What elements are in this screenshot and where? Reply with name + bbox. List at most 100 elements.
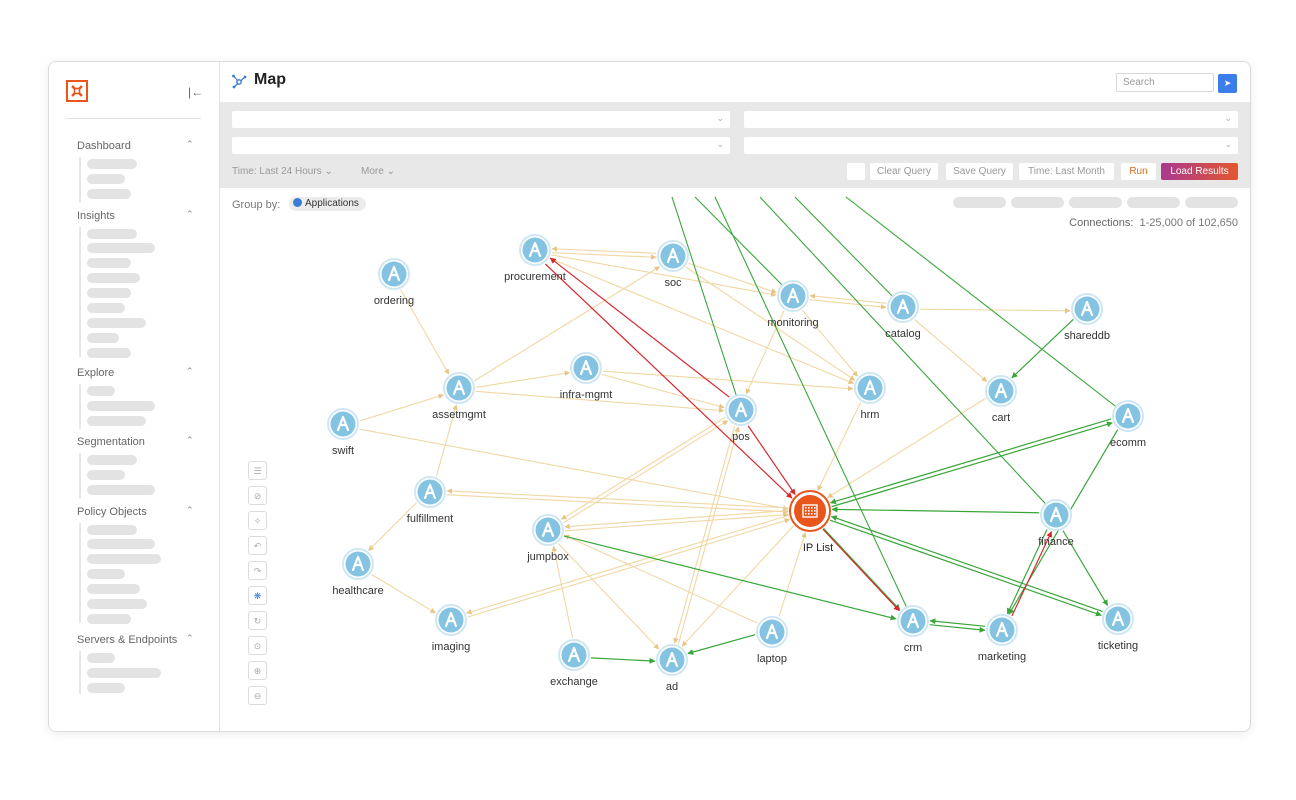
app-node-crm[interactable]: crm	[897, 605, 929, 654]
app-node-infra-mgmt[interactable]: infra-mgmt	[560, 352, 613, 401]
filter-select[interactable]: ⌄	[744, 111, 1238, 128]
allowed-connection-line[interactable]	[563, 535, 897, 621]
potential-connection-line[interactable]	[601, 373, 725, 409]
potential-connection-line[interactable]	[564, 510, 788, 530]
potential-connection-line[interactable]	[919, 308, 1071, 314]
app-node-soc[interactable]: soc	[657, 240, 689, 289]
potential-connection-line[interactable]	[745, 310, 785, 395]
potential-connection-line[interactable]	[827, 397, 986, 499]
potential-connection-line[interactable]	[565, 512, 789, 532]
sidebar-item-placeholder[interactable]	[87, 258, 131, 268]
allowed-connection-line[interactable]	[831, 506, 1040, 514]
app-node-imaging[interactable]: imaging	[432, 604, 471, 653]
potential-connection-line[interactable]	[551, 254, 777, 297]
clear-query-button[interactable]: Clear Query	[870, 163, 938, 180]
sidebar-section-title[interactable]: Insights	[77, 210, 115, 222]
query-option-button[interactable]	[847, 163, 865, 180]
allowed-connection-line[interactable]	[929, 624, 986, 633]
sidebar-item-placeholder[interactable]	[87, 288, 131, 298]
legend-placeholder[interactable]	[1069, 197, 1122, 208]
app-node-jumpbox[interactable]: jumpbox	[526, 514, 569, 563]
sidebar-item-placeholder[interactable]	[87, 668, 161, 678]
chevron-up-icon[interactable]: ⌃	[186, 366, 194, 376]
app-node-monitoring[interactable]: monitoring	[767, 280, 819, 329]
sidebar-item-placeholder[interactable]	[87, 416, 146, 426]
allowed-connection-line[interactable]	[687, 634, 756, 655]
legend-placeholder[interactable]	[1011, 197, 1064, 208]
blocked-connection-line[interactable]	[549, 257, 730, 398]
sidebar-section-title[interactable]: Segmentation	[77, 436, 145, 448]
allowed-connection-line[interactable]	[829, 418, 1112, 505]
potential-connection-line[interactable]	[359, 393, 444, 422]
potential-connection-line[interactable]	[557, 543, 660, 650]
blocked-connection-line[interactable]	[822, 528, 900, 612]
app-node-pos[interactable]: pos	[725, 394, 757, 443]
run-button[interactable]: Run	[1121, 163, 1156, 180]
potential-connection-line[interactable]	[475, 390, 725, 414]
hide-links-icon[interactable]: ⊘	[248, 486, 267, 505]
potential-connection-line[interactable]	[563, 534, 758, 624]
sidebar-section-title[interactable]: Dashboard	[77, 140, 131, 152]
allowed-connection-line[interactable]	[929, 618, 986, 627]
app-node-procurement[interactable]: procurement	[504, 234, 566, 283]
potential-connection-line[interactable]	[809, 293, 887, 304]
legend-placeholder[interactable]	[953, 197, 1006, 208]
sidebar-item-placeholder[interactable]	[87, 189, 131, 199]
ip-list-node[interactable]: IP List	[789, 490, 833, 554]
potential-connection-line[interactable]	[914, 319, 988, 382]
app-node-ticketing[interactable]: ticketing	[1098, 603, 1138, 652]
allowed-connection-line[interactable]	[830, 515, 1103, 613]
potential-connection-line[interactable]	[673, 425, 736, 644]
more-dropdown[interactable]: More ⌄	[361, 166, 395, 177]
blocked-connection-line[interactable]	[544, 263, 793, 499]
collapse-sidebar-icon[interactable]: |←	[188, 85, 204, 99]
app-node-fulfillment[interactable]: fulfillment	[407, 476, 453, 525]
sidebar-item-placeholder[interactable]	[87, 614, 131, 624]
potential-connection-line[interactable]	[368, 502, 417, 551]
legend-placeholder[interactable]	[1127, 197, 1180, 208]
allowed-connection-line[interactable]	[845, 196, 1129, 417]
potential-connection-line[interactable]	[677, 426, 740, 645]
potential-connection-line[interactable]	[560, 416, 726, 520]
sidebar-item-placeholder[interactable]	[87, 159, 137, 169]
allowed-connection-line[interactable]	[694, 196, 794, 297]
potential-connection-line[interactable]	[467, 518, 791, 618]
potential-connection-line[interactable]	[371, 574, 436, 614]
group-by-chip[interactable]: Applications	[289, 197, 366, 211]
zoom-in-icon[interactable]: ⊕	[248, 661, 267, 680]
potential-connection-line[interactable]	[801, 309, 858, 377]
sidebar-item-placeholder[interactable]	[87, 348, 131, 358]
app-node-hrm[interactable]: hrm	[854, 372, 886, 421]
allowed-connection-line[interactable]	[759, 196, 1057, 516]
app-node-catalog[interactable]: catalog	[885, 291, 921, 340]
sidebar-item-placeholder[interactable]	[87, 485, 155, 495]
potential-connection-line[interactable]	[681, 525, 794, 647]
allowed-connection-line[interactable]	[1006, 529, 1048, 615]
app-node-ordering[interactable]: ordering	[374, 258, 414, 307]
sidebar-item-placeholder[interactable]	[87, 584, 140, 594]
list-icon[interactable]: ☰	[248, 461, 267, 480]
sidebar-item-placeholder[interactable]	[87, 386, 115, 396]
chevron-up-icon[interactable]: ⌃	[186, 209, 194, 219]
potential-connection-line[interactable]	[435, 404, 458, 477]
app-node-finance[interactable]: finance	[1038, 499, 1074, 548]
app-logo-icon[interactable]	[66, 80, 88, 102]
sidebar-item-placeholder[interactable]	[87, 333, 119, 343]
potential-connection-line[interactable]	[474, 266, 661, 382]
potential-connection-line[interactable]	[685, 266, 856, 381]
sidebar-item-placeholder[interactable]	[87, 401, 155, 411]
chevron-up-icon[interactable]: ⌃	[186, 633, 194, 643]
sidebar-section-title[interactable]: Servers & Endpoints	[77, 634, 178, 646]
allowed-connection-line[interactable]	[823, 528, 901, 611]
potential-connection-line[interactable]	[688, 262, 777, 294]
app-node-laptop[interactable]: laptop	[756, 616, 788, 665]
time-filter-dropdown[interactable]: Time: Last 24 Hours ⌄	[232, 166, 333, 177]
zoom-out-icon[interactable]: ⊖	[248, 686, 267, 705]
filter-select[interactable]: ⌄	[744, 137, 1238, 154]
refresh-icon[interactable]: ↻	[248, 611, 267, 630]
sidebar-item-placeholder[interactable]	[87, 554, 161, 564]
collapse-icon[interactable]: ✧	[248, 511, 267, 530]
potential-connection-line[interactable]	[476, 370, 571, 388]
potential-connection-line[interactable]	[446, 494, 789, 515]
filter-select[interactable]: ⌄	[232, 137, 730, 154]
